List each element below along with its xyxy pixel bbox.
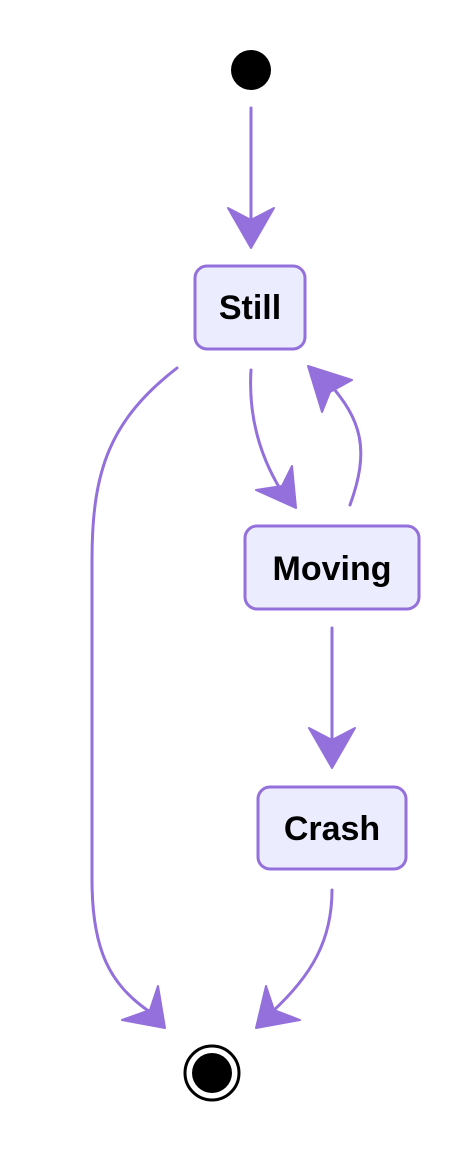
edge-crash-to-end (270, 888, 334, 1014)
end-node (183, 1044, 241, 1102)
edge-still-to-end (90, 366, 179, 1014)
state-moving-box (243, 524, 421, 611)
arrowhead-moving-to-still (307, 365, 353, 413)
state-crash[interactable]: Crash (256, 785, 408, 871)
arrowhead-crash-to-end (255, 985, 301, 1029)
state-still-label: Still (219, 289, 281, 327)
start-node (231, 50, 271, 90)
arrowhead-moving-to-crash (308, 727, 356, 769)
arrowhead-start-to-still (227, 207, 275, 249)
state-still[interactable]: Still (193, 264, 307, 351)
state-moving-label: Moving (273, 550, 392, 588)
transitions (90, 106, 363, 1029)
end-node-dot (192, 1053, 232, 1093)
state-moving[interactable]: Moving (243, 524, 421, 611)
state-crash-label: Crash (284, 810, 380, 848)
state-still-box (193, 264, 307, 351)
arrowhead-still-to-moving (255, 465, 297, 509)
edge-still-to-moving (249, 368, 284, 494)
state-crash-box (256, 785, 408, 871)
arrowhead-still-to-end (121, 985, 166, 1029)
edge-moving-to-still (326, 380, 363, 507)
